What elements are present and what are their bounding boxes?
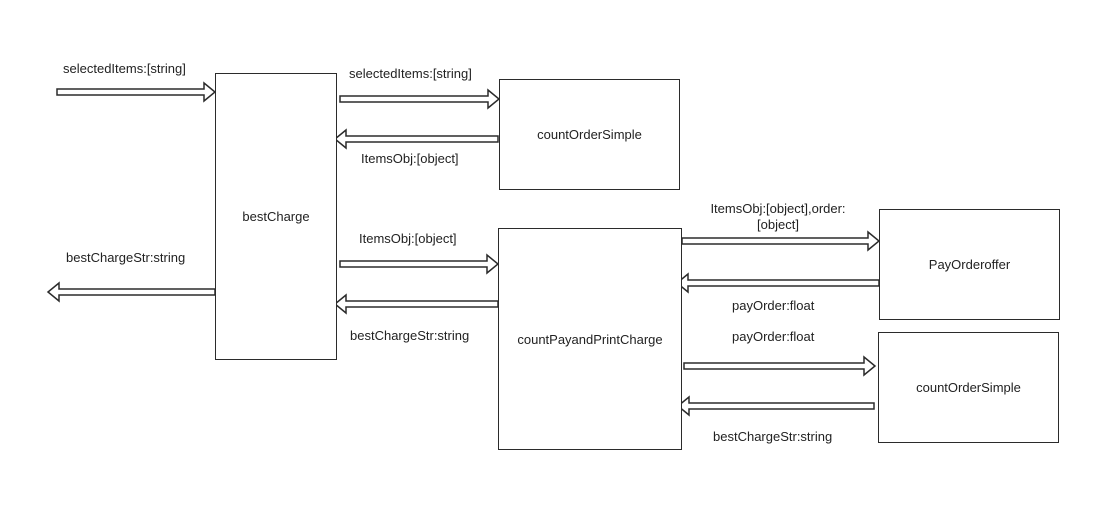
arrow-count-order-simple-bottom-to-count-pay-and-print	[676, 395, 875, 417]
count-pay-and-print-charge-box: countPayandPrintCharge	[498, 228, 682, 450]
arrow-count-pay-and-print-to-best-charge	[333, 293, 499, 315]
edge-label-output-best-charge-str: bestChargeStr:string	[66, 250, 186, 265]
best-charge-box: bestCharge	[215, 73, 337, 360]
edge-label-to-pay-order-offer-line2: [object]	[757, 217, 799, 232]
count-order-simple-top-box: countOrderSimple	[499, 79, 680, 190]
count-pay-and-print-charge-label: countPayandPrintCharge	[517, 331, 663, 347]
arrow-best-charge-to-count-pay-and-print	[339, 253, 500, 275]
arrow-best-charge-output	[46, 281, 216, 303]
arrow-count-pay-and-print-to-count-order-simple-bottom	[683, 355, 877, 377]
edge-label-to-pay-order-offer-line1: ItemsObj:[object],order:	[710, 201, 846, 216]
edge-label-to-pay-order-offer: ItemsObj:[object],order: [object]	[696, 201, 860, 233]
edge-label-to-count-order-simple-bottom: payOrder:float	[732, 329, 815, 344]
arrow-count-order-simple-to-best-charge	[333, 128, 499, 150]
edge-label-to-count-order-simple: selectedItems:[string]	[349, 66, 472, 81]
count-order-simple-top-label: countOrderSimple	[537, 127, 642, 142]
edge-label-from-count-order-simple: ItemsObj:[object]	[361, 151, 459, 166]
edge-label-input-selected-items: selectedItems:[string]	[63, 61, 186, 76]
pay-order-offer-box: PayOrderoffer	[879, 209, 1060, 320]
arrow-best-charge-to-count-order-simple	[339, 88, 501, 110]
arrow-count-pay-and-print-to-pay-order-offer	[681, 230, 881, 252]
edge-label-to-count-pay-and-print: ItemsObj:[object]	[359, 231, 457, 246]
edge-label-from-count-pay-and-print: bestChargeStr:string	[350, 328, 470, 343]
arrow-pay-order-offer-to-count-pay-and-print	[675, 272, 880, 294]
arrow-input-to-best-charge	[56, 81, 217, 103]
count-order-simple-bottom-label: countOrderSimple	[916, 380, 1021, 395]
edge-label-from-count-order-simple-bottom: bestChargeStr:string	[713, 429, 833, 444]
edge-label-from-pay-order-offer: payOrder:float	[732, 298, 815, 313]
count-order-simple-bottom-box: countOrderSimple	[878, 332, 1059, 443]
best-charge-label: bestCharge	[242, 209, 310, 224]
pay-order-offer-label: PayOrderoffer	[928, 257, 1011, 272]
